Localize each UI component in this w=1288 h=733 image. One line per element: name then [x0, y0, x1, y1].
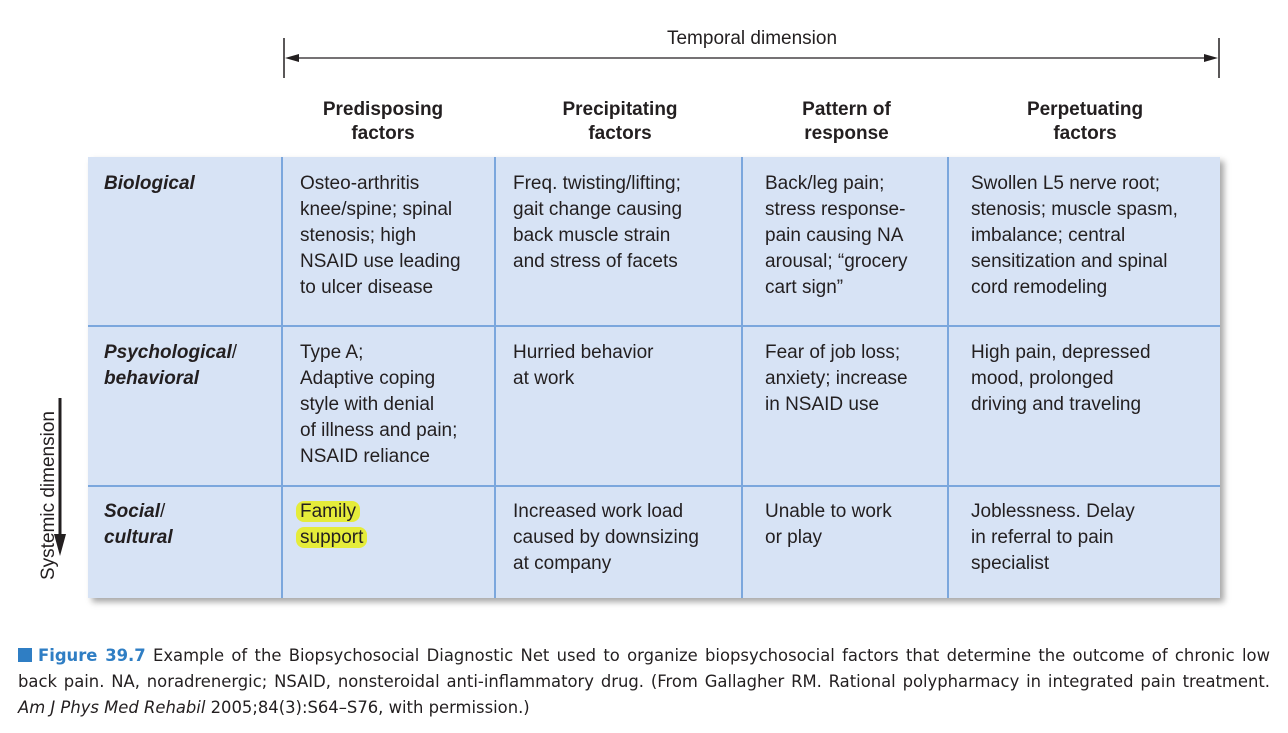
grid-line [88, 485, 1220, 487]
figure-caption: Figure 39.7 Example of the Biopsychosoci… [18, 643, 1270, 721]
highlight-mark: Family [296, 501, 360, 522]
temporal-arrow [283, 38, 1220, 78]
highlight-mark: support [296, 527, 368, 548]
row-label-psychological: Psychological/ behavioral [104, 342, 238, 389]
caption-text-end: 2005;84(3):S64–S76, with permission.) [205, 698, 530, 717]
temporal-axis: Temporal dimension [283, 28, 1221, 78]
grid-line [741, 157, 743, 598]
temporal-dimension-label: Temporal dimension [283, 28, 1221, 50]
caption-square-icon [18, 648, 32, 662]
caption-text: Example of the Biopsychosocial Diagnosti… [18, 646, 1270, 691]
cell-biological-perpetuating: Swollen L5 nerve root;stenosis; muscle s… [971, 173, 1178, 298]
cell-biological-pattern: Back/leg pain;stress response-pain causi… [765, 173, 908, 298]
grid-line [281, 157, 283, 598]
systemic-arrow [54, 398, 66, 556]
row-label-biological: Biological [104, 173, 195, 194]
journal-name: Am J Phys Med Rehabil [18, 698, 206, 717]
cell-social-predisposing: Family support [296, 499, 368, 551]
systemic-axis: Systemic dimension [38, 180, 88, 580]
cell-biological-precipitating: Freq. twisting/lifting;gait change causi… [513, 173, 683, 272]
grid-line [947, 157, 949, 598]
row-label-social: Social/ cultural [104, 501, 173, 548]
figure-label: Figure 39.7 [38, 646, 146, 665]
grid-line [88, 325, 1220, 327]
grid-line [494, 157, 496, 598]
